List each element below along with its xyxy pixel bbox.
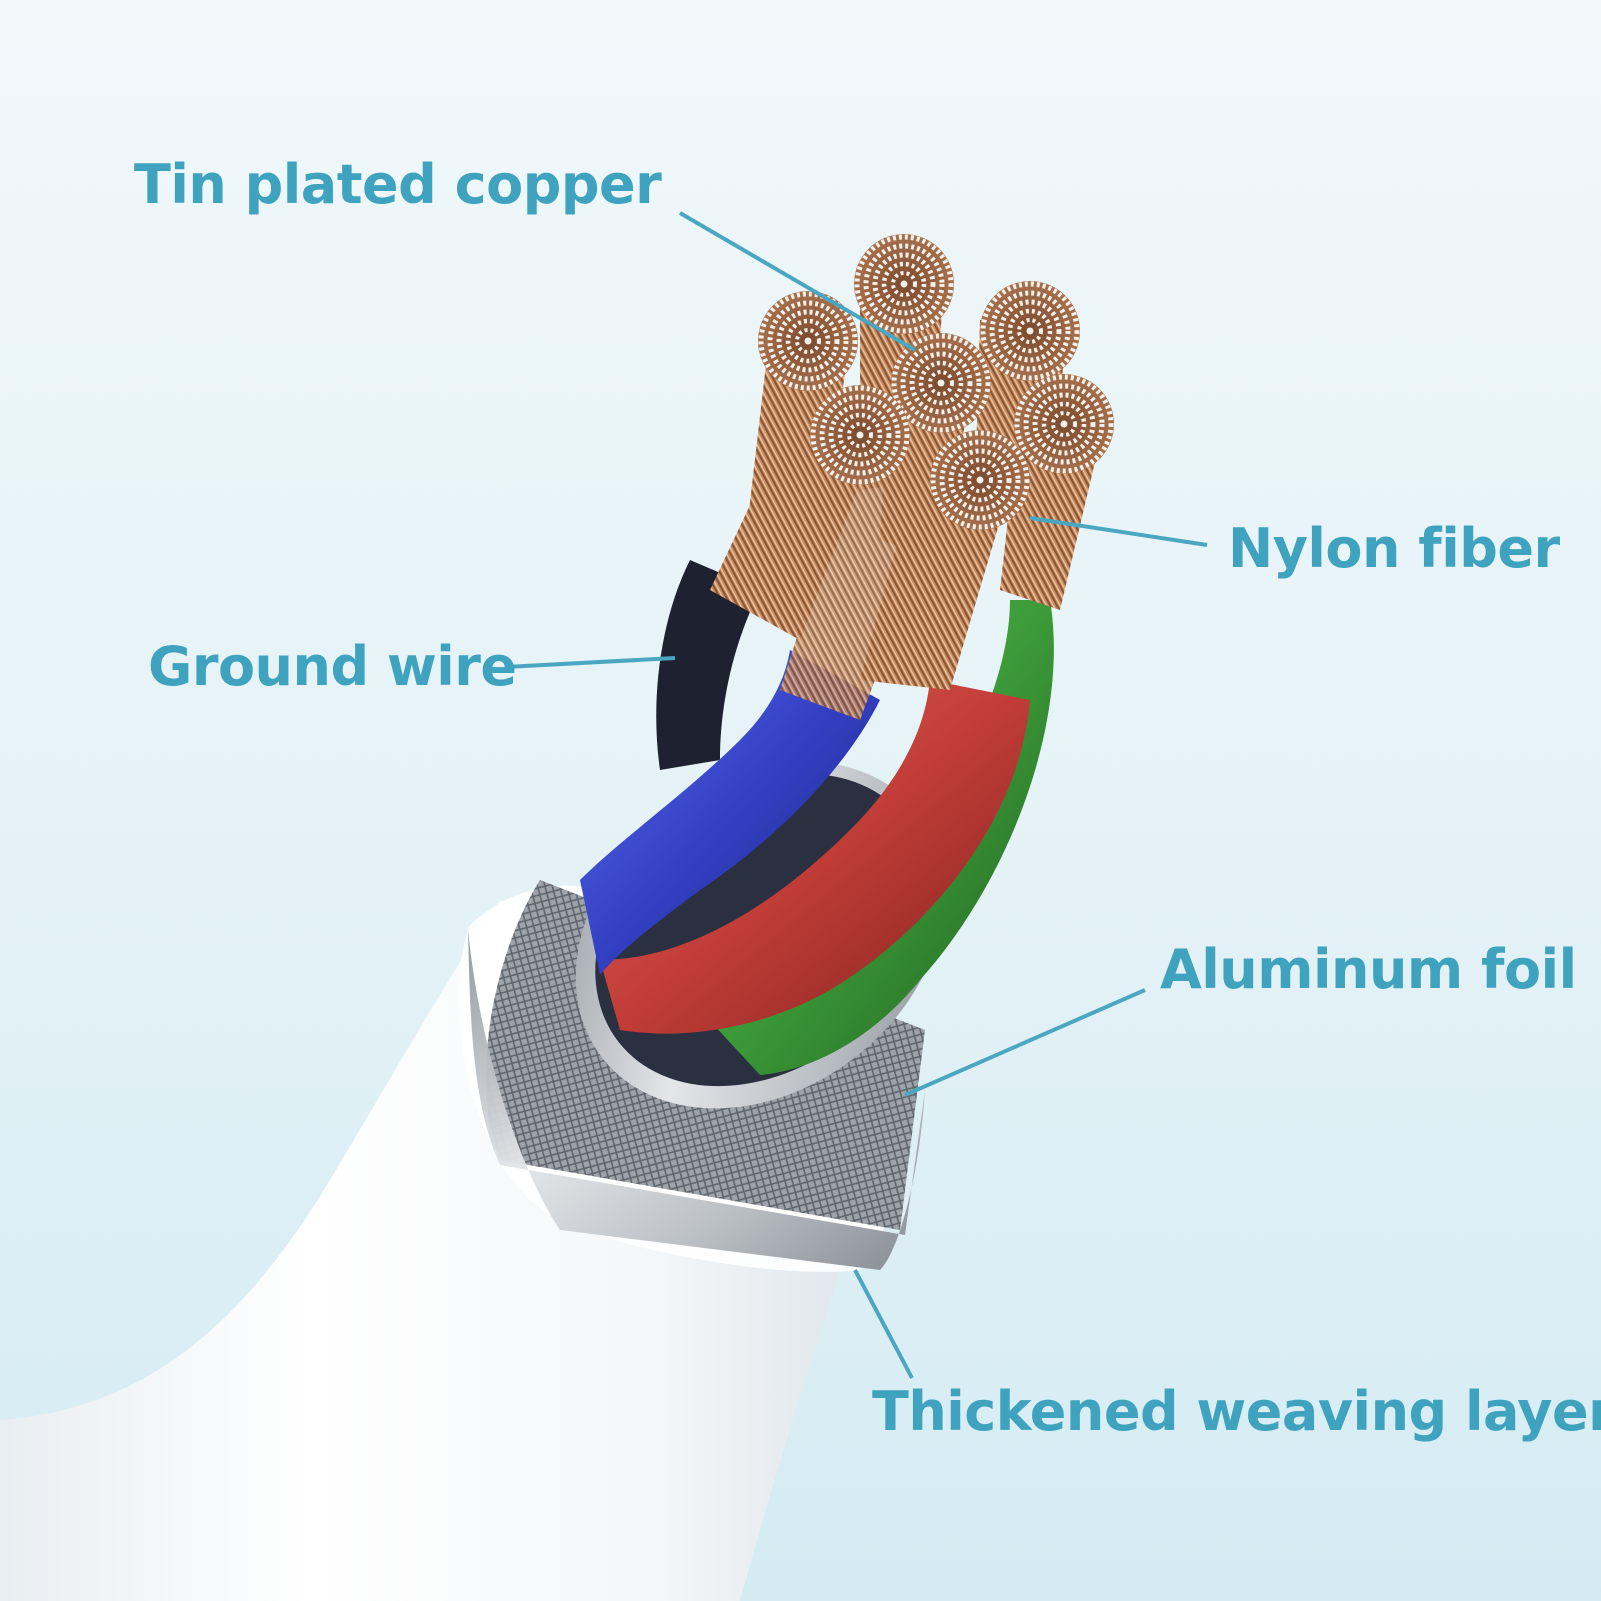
- metal-ring: [468, 930, 925, 1270]
- label-nylon-fiber: Nylon fiber: [1228, 517, 1560, 580]
- label-aluminum-foil: Aluminum foil: [1160, 938, 1577, 1001]
- black-ground-wire: [656, 560, 760, 770]
- leader-line-nylon-fiber: [1029, 516, 1208, 547]
- leader-line-aluminum-foil: [904, 988, 1146, 1097]
- label-ground-wire: Ground wire: [148, 635, 517, 698]
- leader-line-tin-plated-copper: [678, 211, 917, 352]
- blue-wire: [580, 650, 880, 975]
- leader-line-ground-wire: [504, 656, 676, 669]
- red-wire: [600, 680, 1030, 1034]
- label-tin-plated-copper: Tin plated copper: [134, 153, 662, 216]
- label-thickened-weaving-layer: Thickened weaving layer: [872, 1380, 1601, 1443]
- leader-line-thickened-weaving-layer: [853, 1269, 914, 1379]
